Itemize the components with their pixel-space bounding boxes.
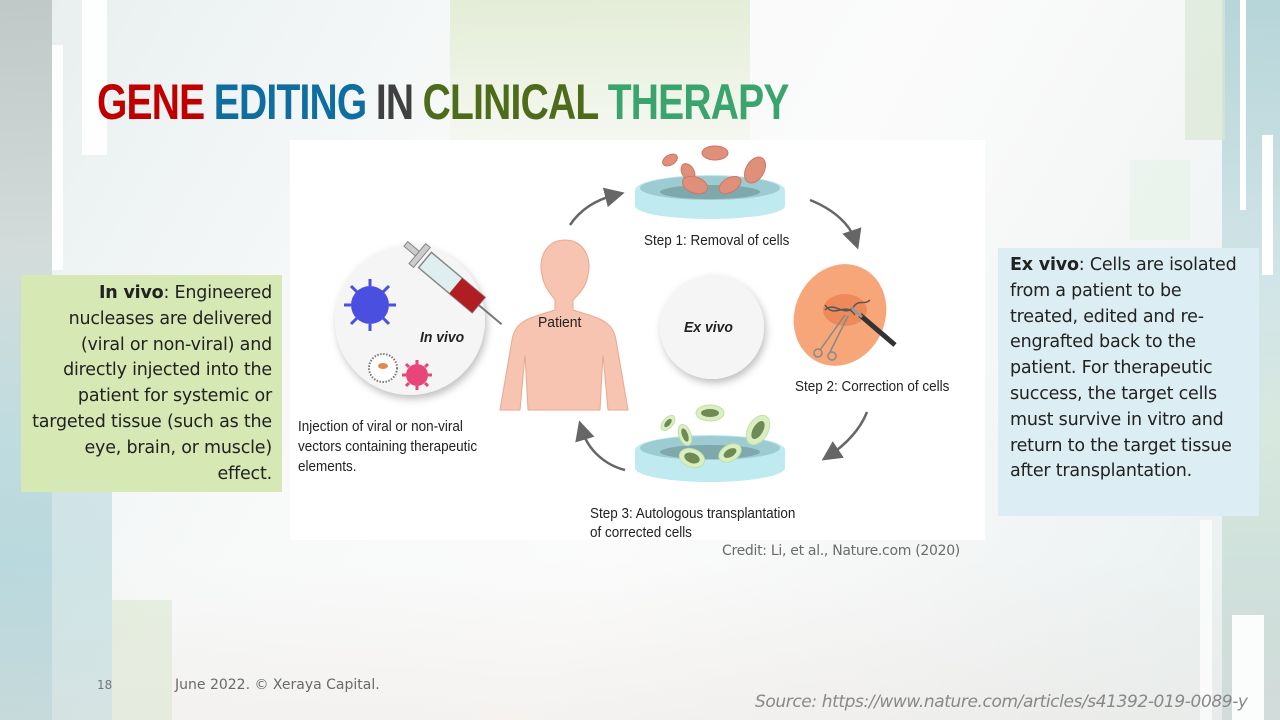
decorative-bar	[82, 0, 107, 155]
page-number: 18	[97, 678, 113, 692]
injection-caption-line1: Injection of viral or non-viral	[298, 419, 463, 435]
title-word-therapy: Therapy	[607, 74, 790, 130]
figure-credit: Credit: Li, et al., Nature.com (2020)	[722, 543, 960, 559]
cycle-arrows-icon	[568, 187, 869, 472]
step-3-label-line1: Step 3: Autologous transplantation	[590, 506, 796, 522]
decorative-bar	[1232, 615, 1264, 720]
ex-vivo-term: Ex vivo	[1010, 255, 1079, 275]
background-decoration	[1130, 160, 1190, 240]
background-decoration	[112, 600, 172, 720]
ex-vivo-description-box: Ex vivo: Cells are isolated from a patie…	[998, 248, 1259, 516]
decorative-bar	[1200, 520, 1212, 720]
injection-caption-line3: elements.	[298, 459, 357, 475]
decorative-bar	[1262, 135, 1273, 275]
title-word-clinical: Clinical	[422, 74, 600, 130]
gene-therapy-diagram: Patient In vivo Ex vivo Step 1: Removal …	[290, 140, 985, 541]
in-vivo-circle-icon	[335, 245, 485, 395]
diagram-graphics	[335, 145, 897, 482]
title-word-in: in	[375, 74, 414, 130]
source-citation: Source: https://www.nature.com/articles/…	[755, 692, 1248, 712]
petri-dish-red-cells-icon	[635, 145, 785, 219]
syringe-icon	[403, 240, 503, 326]
injection-caption-line2: vectors containing therapeutic	[298, 439, 478, 455]
in-vivo-label: In vivo	[420, 329, 465, 346]
patient-label: Patient	[538, 314, 582, 331]
step-2-label: Step 2: Correction of cells	[795, 379, 950, 395]
step-3-label-line2: of corrected cells	[590, 525, 692, 541]
step-1-label: Step 1: Removal of cells	[644, 233, 790, 249]
cell-correction-icon	[793, 264, 897, 366]
in-vivo-description: : Engineered nucleases are delivered (vi…	[32, 283, 272, 484]
in-vivo-description-box: In vivo: Engineered nucleases are delive…	[21, 275, 282, 492]
slide-title: GeneEditinginClinicalTherapy	[97, 72, 798, 132]
decorative-bar	[52, 45, 63, 270]
ex-vivo-circle-icon	[660, 275, 764, 379]
in-vivo-term: In vivo	[99, 283, 164, 303]
ex-vivo-label: Ex vivo	[684, 319, 733, 336]
background-decoration	[1185, 0, 1225, 140]
ex-vivo-description: : Cells are isolated from a patient to b…	[1010, 255, 1237, 482]
title-word-editing: Editing	[213, 74, 368, 130]
footer-copyright: June 2022. © Xeraya Capital.	[175, 677, 380, 693]
petri-dish-green-cells-icon	[635, 404, 785, 482]
decorative-bar	[1240, 0, 1246, 210]
title-word-gene: Gene	[97, 74, 205, 130]
patient-silhouette-icon	[499, 239, 629, 411]
